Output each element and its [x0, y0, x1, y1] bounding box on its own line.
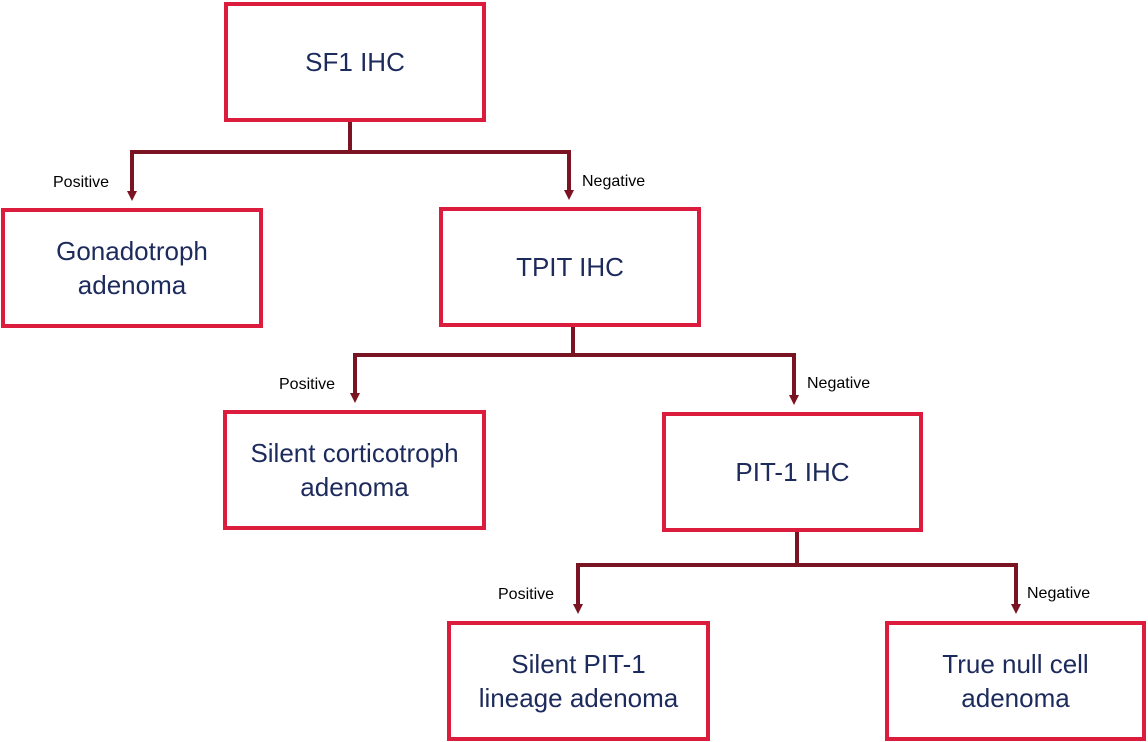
silent-corticotroph-label-line1: Silent corticotroph [250, 438, 459, 468]
tpit-negative-label: Negative [807, 375, 871, 392]
gonadotroph-adenoma-box: Gonadotroph adenoma [1, 208, 263, 328]
pit1-connector [573, 532, 1021, 614]
sf1-ihc-box: SF1 IHC [224, 2, 486, 122]
gonadotroph-adenoma-label-line2: adenoma [77, 270, 187, 300]
pit1-negative-label: Negative [1027, 585, 1091, 602]
sf1-connector [127, 122, 574, 201]
pit1-positive-label: Positive [498, 586, 555, 603]
silent-corticotroph-label-line2: adenoma [300, 472, 409, 502]
tpit-ihc-box: TPIT IHC [439, 207, 701, 327]
silent-pit1-label-line2: lineage adenoma [478, 683, 679, 713]
gonadotroph-adenoma-label-line1: Gonadotroph [56, 236, 208, 266]
silent-pit1-label-line1: Silent PIT-1 [511, 649, 646, 679]
true-null-cell-label-line2: adenoma [961, 683, 1070, 713]
silent-corticotroph-adenoma-box: Silent corticotroph adenoma [223, 410, 486, 530]
sf1-positive-label: Positive [53, 174, 110, 191]
silent-pit1-lineage-adenoma-box: Silent PIT-1 lineage adenoma [447, 621, 710, 741]
tpit-positive-label: Positive [279, 376, 336, 393]
true-null-cell-adenoma-box: True null cell adenoma [885, 621, 1146, 741]
sf1-negative-label: Negative [582, 173, 646, 190]
pit1-ihc-label: PIT-1 IHC [735, 457, 850, 487]
true-null-cell-label-line1: True null cell [942, 649, 1089, 679]
tpit-connector [350, 327, 799, 405]
pit1-ihc-box: PIT-1 IHC [662, 412, 923, 532]
tpit-ihc-label: TPIT IHC [516, 252, 624, 282]
sf1-ihc-label: SF1 IHC [305, 47, 405, 77]
